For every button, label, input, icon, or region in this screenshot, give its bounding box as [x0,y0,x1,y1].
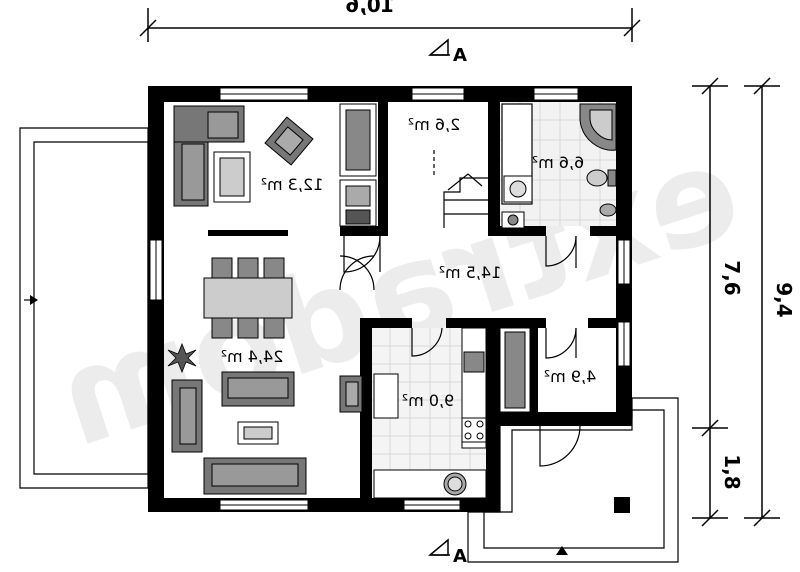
dining-table [203,257,293,339]
toilet-icon [586,169,617,187]
coffee-table [213,151,251,203]
section-mark-bottom: A [427,538,467,567]
section-mark-top: A [427,38,467,66]
entrance-arrow-icon [556,546,568,555]
utility-cabinet [499,327,531,413]
washing-machine [501,175,533,229]
dim-total-width: 10,6 [345,0,394,17]
dim-right-total: 9,4 [772,282,796,317]
terrace-arrow-icon [30,295,38,305]
room-area-2-6: 2,6 m² [408,115,461,134]
dim-right-upper: 7,6 [720,260,744,295]
wardrobe [339,103,377,227]
top-dimension [139,8,641,42]
plant-icon [167,342,197,374]
armchair [264,116,314,166]
room-area-12-3: 12,3 m² [261,175,324,194]
kitchen-counter [373,327,487,499]
room-area-14-5: 14,5 m² [439,263,502,282]
dim-right-lower: 1,8 [720,454,744,489]
room-area-24-4: 24,4 m² [221,347,284,366]
right-dimensions [692,77,780,527]
svg-text:A: A [453,546,467,567]
living-table [237,421,279,445]
living-sofa-left [171,379,203,453]
living-sofa-top [221,371,295,407]
fireplace [339,375,363,413]
sink-icon [599,203,617,217]
room-area-6-6: 6,6 m² [532,153,585,172]
terrace-post [614,497,630,513]
doors [339,235,581,467]
living-sofa-bottom [203,457,307,495]
svg-text:A: A [453,45,467,66]
room-area-4-9: 4,9 m² [544,367,597,386]
sofa-corner [173,105,245,207]
staircase [433,150,488,228]
room-area-9-0: 9,0 m² [402,391,455,410]
windows [149,87,631,511]
